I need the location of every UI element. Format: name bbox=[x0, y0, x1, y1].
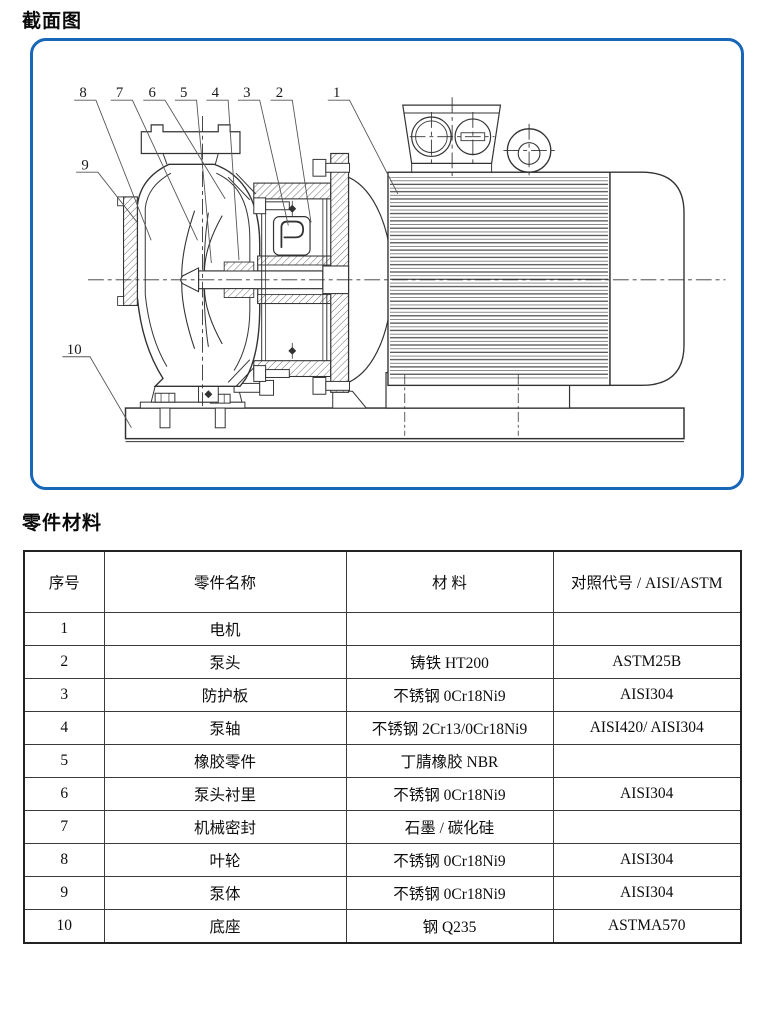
cell-code: ASTM25B bbox=[552, 645, 742, 679]
table-header-row: 序号 零件名称 材 料 对照代号 / AISI/ASTM bbox=[23, 550, 742, 613]
motor-fins bbox=[389, 177, 609, 381]
callout-5: 5 bbox=[180, 85, 187, 101]
column-header-name: 零件名称 bbox=[103, 550, 347, 613]
cell-material: 不锈钢 0Cr18Ni9 bbox=[345, 777, 554, 811]
position-markers bbox=[288, 200, 297, 359]
callout-4: 4 bbox=[212, 85, 220, 101]
terminal-box bbox=[402, 104, 502, 173]
cell-code bbox=[552, 810, 742, 844]
cell-part-name: 机械密封 bbox=[103, 810, 347, 844]
pump-cross-section-svg: 8 7 6 5 4 3 2 1 9 10 bbox=[62, 85, 726, 443]
callout-10: 10 bbox=[67, 342, 82, 358]
callout-leaders bbox=[62, 99, 399, 429]
cell-material bbox=[345, 612, 554, 646]
cell-index: 10 bbox=[23, 909, 105, 944]
diagram-frame: 8 7 6 5 4 3 2 1 9 10 bbox=[30, 38, 744, 490]
callout-3: 3 bbox=[243, 85, 250, 101]
cell-index: 8 bbox=[23, 843, 105, 877]
impeller-nut bbox=[180, 267, 200, 293]
cell-code bbox=[552, 744, 742, 778]
cell-part-name: 泵头 bbox=[103, 645, 347, 679]
column-header-material: 材 料 bbox=[345, 550, 554, 613]
cell-part-name: 泵头衬里 bbox=[103, 777, 347, 811]
cell-material: 铸铁 HT200 bbox=[345, 645, 554, 679]
callout-numbers: 8 7 6 5 4 3 2 1 9 10 bbox=[67, 85, 341, 358]
cell-part-name: 底座 bbox=[103, 909, 347, 944]
callout-2: 2 bbox=[276, 85, 283, 101]
pump-shaft bbox=[180, 261, 324, 298]
cell-code: AISI304 bbox=[552, 876, 742, 910]
cell-part-name: 电机 bbox=[103, 612, 347, 646]
cell-code bbox=[552, 612, 742, 646]
cell-part-name: 泵轴 bbox=[103, 711, 347, 745]
cell-index: 6 bbox=[23, 777, 105, 811]
cell-material: 钢 Q235 bbox=[345, 909, 554, 944]
cell-part-name: 橡胶零件 bbox=[103, 744, 347, 778]
cell-material: 丁腈橡胶 NBR bbox=[345, 744, 554, 778]
cell-part-name: 泵体 bbox=[103, 876, 347, 910]
motor-body bbox=[387, 171, 685, 387]
cell-code: AISI304 bbox=[552, 678, 742, 712]
cell-index: 7 bbox=[23, 810, 105, 844]
cell-index: 3 bbox=[23, 678, 105, 712]
cell-material: 不锈钢 0Cr18Ni9 bbox=[345, 876, 554, 910]
cell-index: 2 bbox=[23, 645, 105, 679]
callout-8: 8 bbox=[79, 85, 86, 101]
callout-1: 1 bbox=[333, 85, 340, 101]
column-header-index: 序号 bbox=[23, 550, 105, 613]
callout-6: 6 bbox=[148, 85, 155, 101]
cell-index: 9 bbox=[23, 876, 105, 910]
callout-9: 9 bbox=[81, 157, 88, 173]
cell-part-name: 防护板 bbox=[103, 678, 347, 712]
cell-code: AISI420/ AISI304 bbox=[552, 711, 742, 745]
cell-material: 不锈钢 0Cr18Ni9 bbox=[345, 843, 554, 877]
callout-7: 7 bbox=[116, 85, 123, 101]
cell-part-name: 叶轮 bbox=[103, 843, 347, 877]
section-title-cross-section: 截面图 bbox=[22, 10, 83, 32]
section-title-parts-materials: 零件材料 bbox=[22, 512, 103, 534]
flange-bolts bbox=[253, 158, 350, 395]
cell-code: ASTMA570 bbox=[552, 909, 742, 944]
cell-material: 石墨 / 碳化硅 bbox=[345, 810, 554, 844]
discharge-flange bbox=[140, 124, 241, 155]
cell-code: AISI304 bbox=[552, 777, 742, 811]
mechanical-seal bbox=[223, 261, 255, 272]
brand-logo-icon bbox=[280, 220, 305, 249]
cell-material: 不锈钢 2Cr13/0Cr18Ni9 bbox=[345, 711, 554, 745]
protection-plate bbox=[272, 216, 311, 256]
cell-code: AISI304 bbox=[552, 843, 742, 877]
cell-material: 不锈钢 0Cr18Ni9 bbox=[345, 678, 554, 712]
column-header-code: 对照代号 / AISI/ASTM bbox=[552, 550, 742, 613]
shaft-coupling bbox=[322, 265, 350, 295]
cell-index: 5 bbox=[23, 744, 105, 778]
motor-end-cap bbox=[609, 171, 685, 387]
cell-index: 4 bbox=[23, 711, 105, 745]
suction-flange bbox=[123, 196, 138, 306]
cell-index: 1 bbox=[23, 612, 105, 646]
